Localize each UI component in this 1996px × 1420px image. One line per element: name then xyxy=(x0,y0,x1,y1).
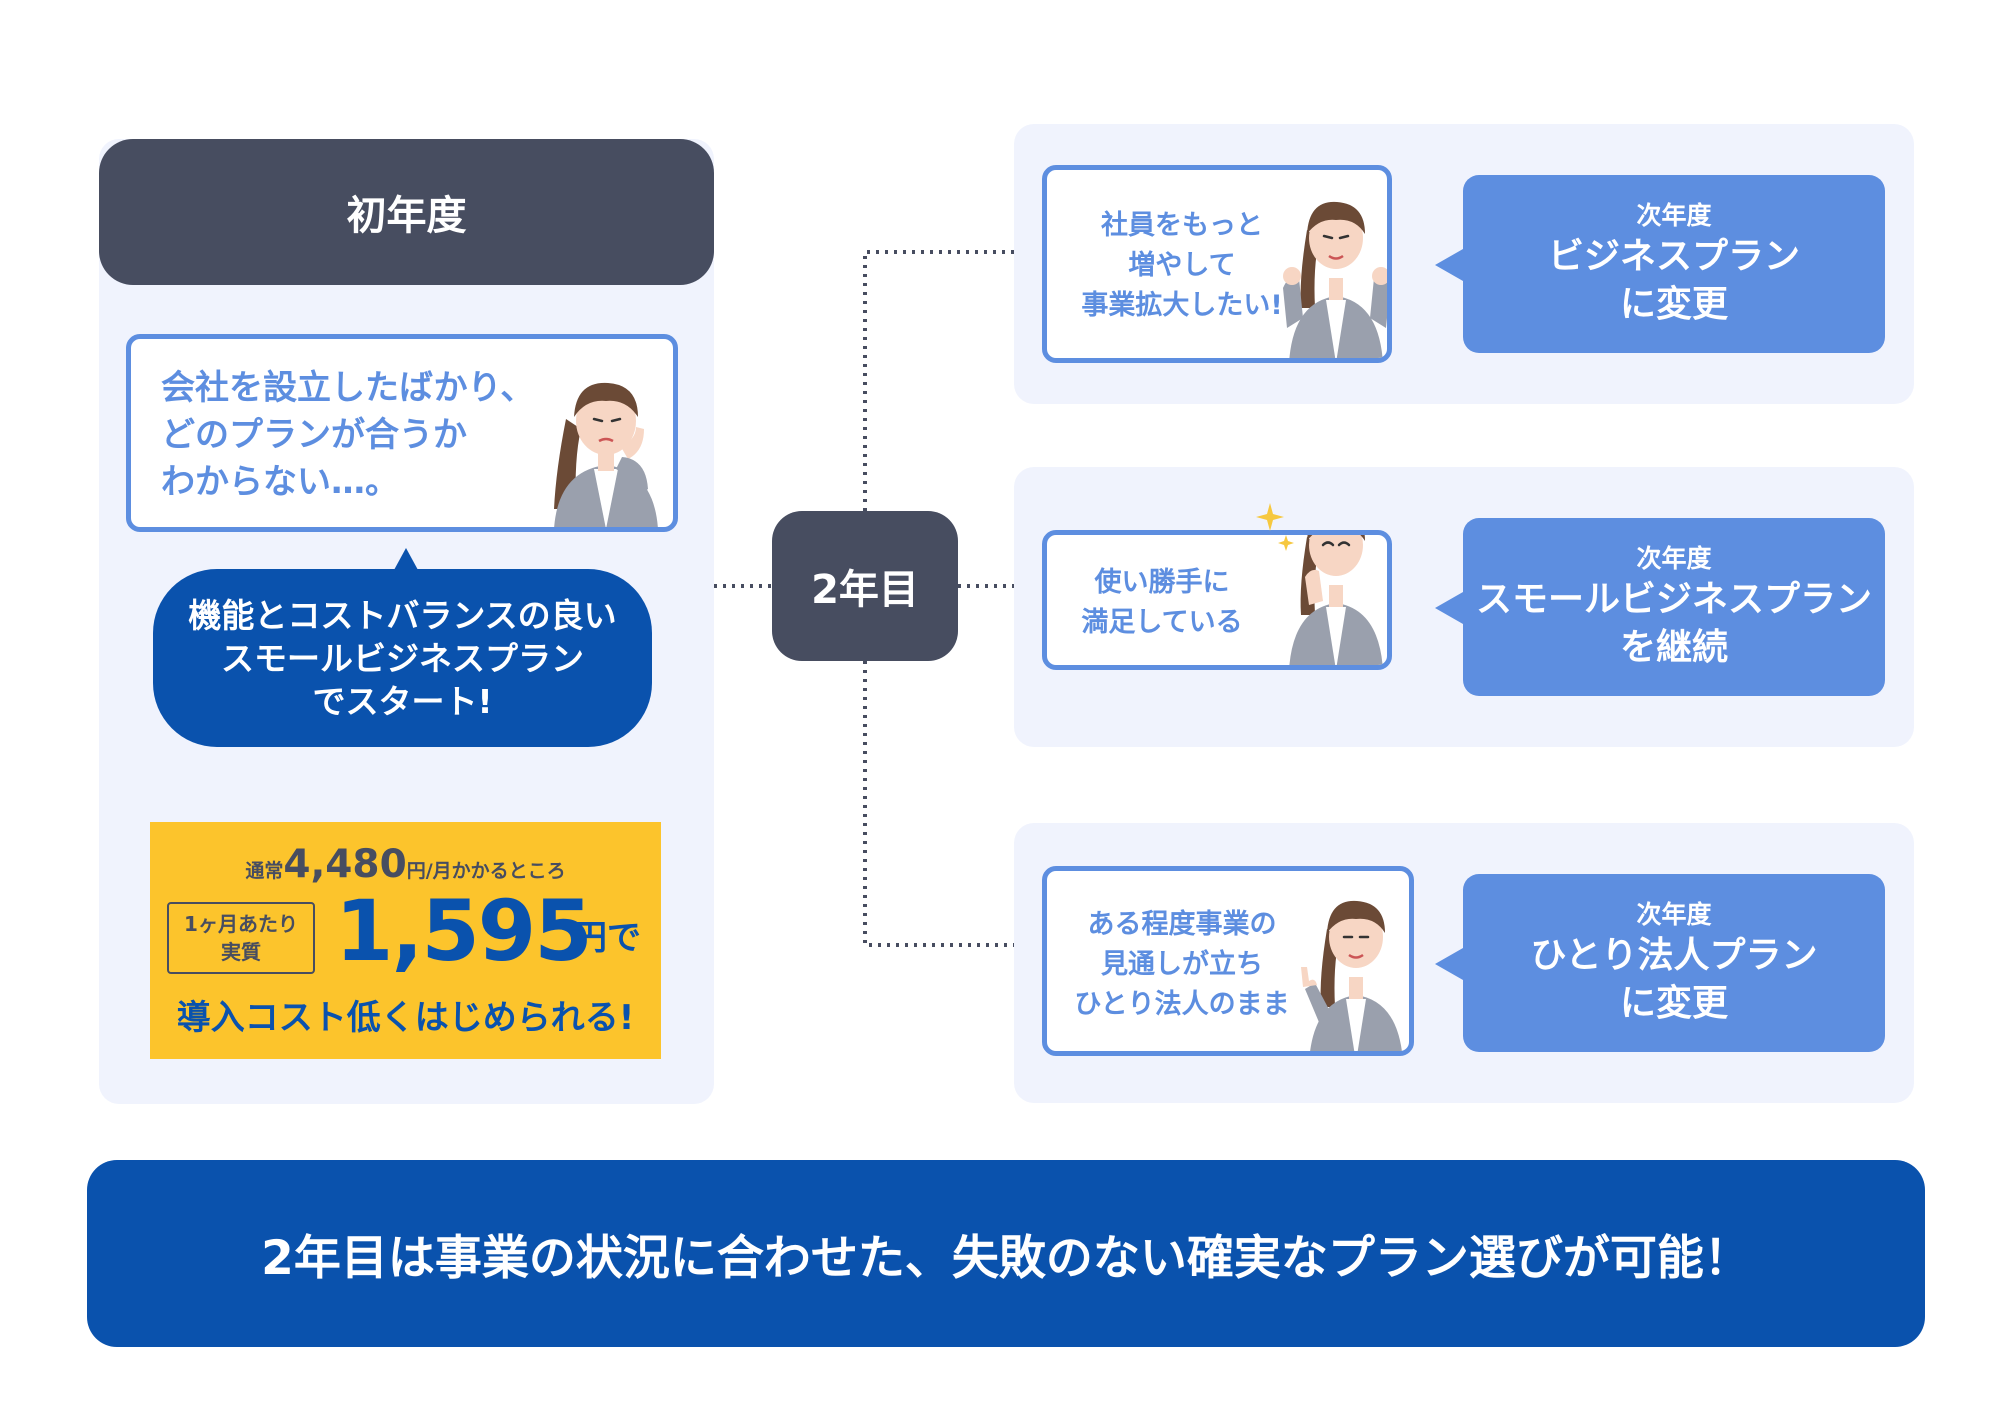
monthly-effective-label: 1ヶ月あたり 実質 xyxy=(167,902,315,974)
case-plan-name-expand: ビジネスプラン に変更 xyxy=(1547,236,1800,325)
case-situation-text-expand: 社員をもっと 増やして 事業拡大したい! xyxy=(1081,210,1283,321)
first-year-concern-box: 会社を設立したばかり、 どのプランが合うか わからない…。 xyxy=(126,334,678,532)
case-situation-box-solo: ある程度事業の 見通しが立ち ひとり法人のまま xyxy=(1042,866,1414,1056)
normal-price-suffix: 円/月かかるところ xyxy=(406,860,566,882)
next-year-label: 次年度 xyxy=(1636,900,1712,929)
case-plan-box-continue: 次年度 スモールビジネスプラン を継続 xyxy=(1463,518,1885,696)
plan-bubble-tail xyxy=(1435,592,1463,624)
normal-price-amount: 4,480 xyxy=(283,842,407,887)
second-year-node: 2年目 xyxy=(772,511,958,661)
next-year-label: 次年度 xyxy=(1636,544,1712,573)
next-year-label: 次年度 xyxy=(1636,201,1712,230)
case-plan-box-solo: 次年度 ひとり法人プラン に変更 xyxy=(1463,874,1885,1052)
first-year-title: 初年度 xyxy=(99,139,714,285)
worried-woman-illustration xyxy=(554,382,658,527)
sparkle-icon xyxy=(1256,503,1294,551)
first-year-concern-text: 会社を設立したばかり、 どのプランが合うか わからない…。 xyxy=(161,368,535,502)
price-box: 通常4,480円/月かかるところ 1ヶ月あたり 実質 1,595 円で 導入コス… xyxy=(150,822,661,1059)
pointing-woman-illustration xyxy=(1301,900,1402,1051)
case-situation-text-continue: 使い勝手に 満足している xyxy=(1081,567,1243,638)
footer-message: 2年目は事業の状況に合わせた、失敗のない確実なプラン選びが可能！ xyxy=(87,1160,1925,1347)
satisfied-woman-illustration xyxy=(1289,535,1383,665)
case-situation-box-continue: 使い勝手に 満足している xyxy=(1042,530,1392,670)
solution-bubble-tail xyxy=(394,548,418,570)
effective-price-amount: 1,595 xyxy=(335,882,593,980)
normal-price-prefix: 通常 xyxy=(245,860,284,882)
plan-bubble-tail xyxy=(1435,948,1463,980)
case-plan-name-solo: ひとり法人プラン に変更 xyxy=(1530,935,1818,1024)
normal-price-line: 通常4,480円/月かかるところ xyxy=(150,842,661,887)
first-year-solution-bubble: 機能とコストバランスの良い スモールビジネスプラン でスタート! xyxy=(153,569,652,747)
case-plan-name-continue: スモールビジネスプラン を継続 xyxy=(1475,579,1872,668)
effective-price-unit: 円で xyxy=(573,918,641,958)
case-plan-box-expand: 次年度 ビジネスプラン に変更 xyxy=(1463,175,1885,353)
case-situation-box-expand: 社員をもっと 増やして 事業拡大したい! xyxy=(1042,165,1392,363)
determined-woman-illustration xyxy=(1283,201,1387,358)
case-situation-text-solo: ある程度事業の 見通しが立ち ひとり法人のまま xyxy=(1074,909,1290,1020)
price-tagline: 導入コスト低くはじめられる! xyxy=(176,998,635,1038)
plan-bubble-tail xyxy=(1435,249,1463,281)
